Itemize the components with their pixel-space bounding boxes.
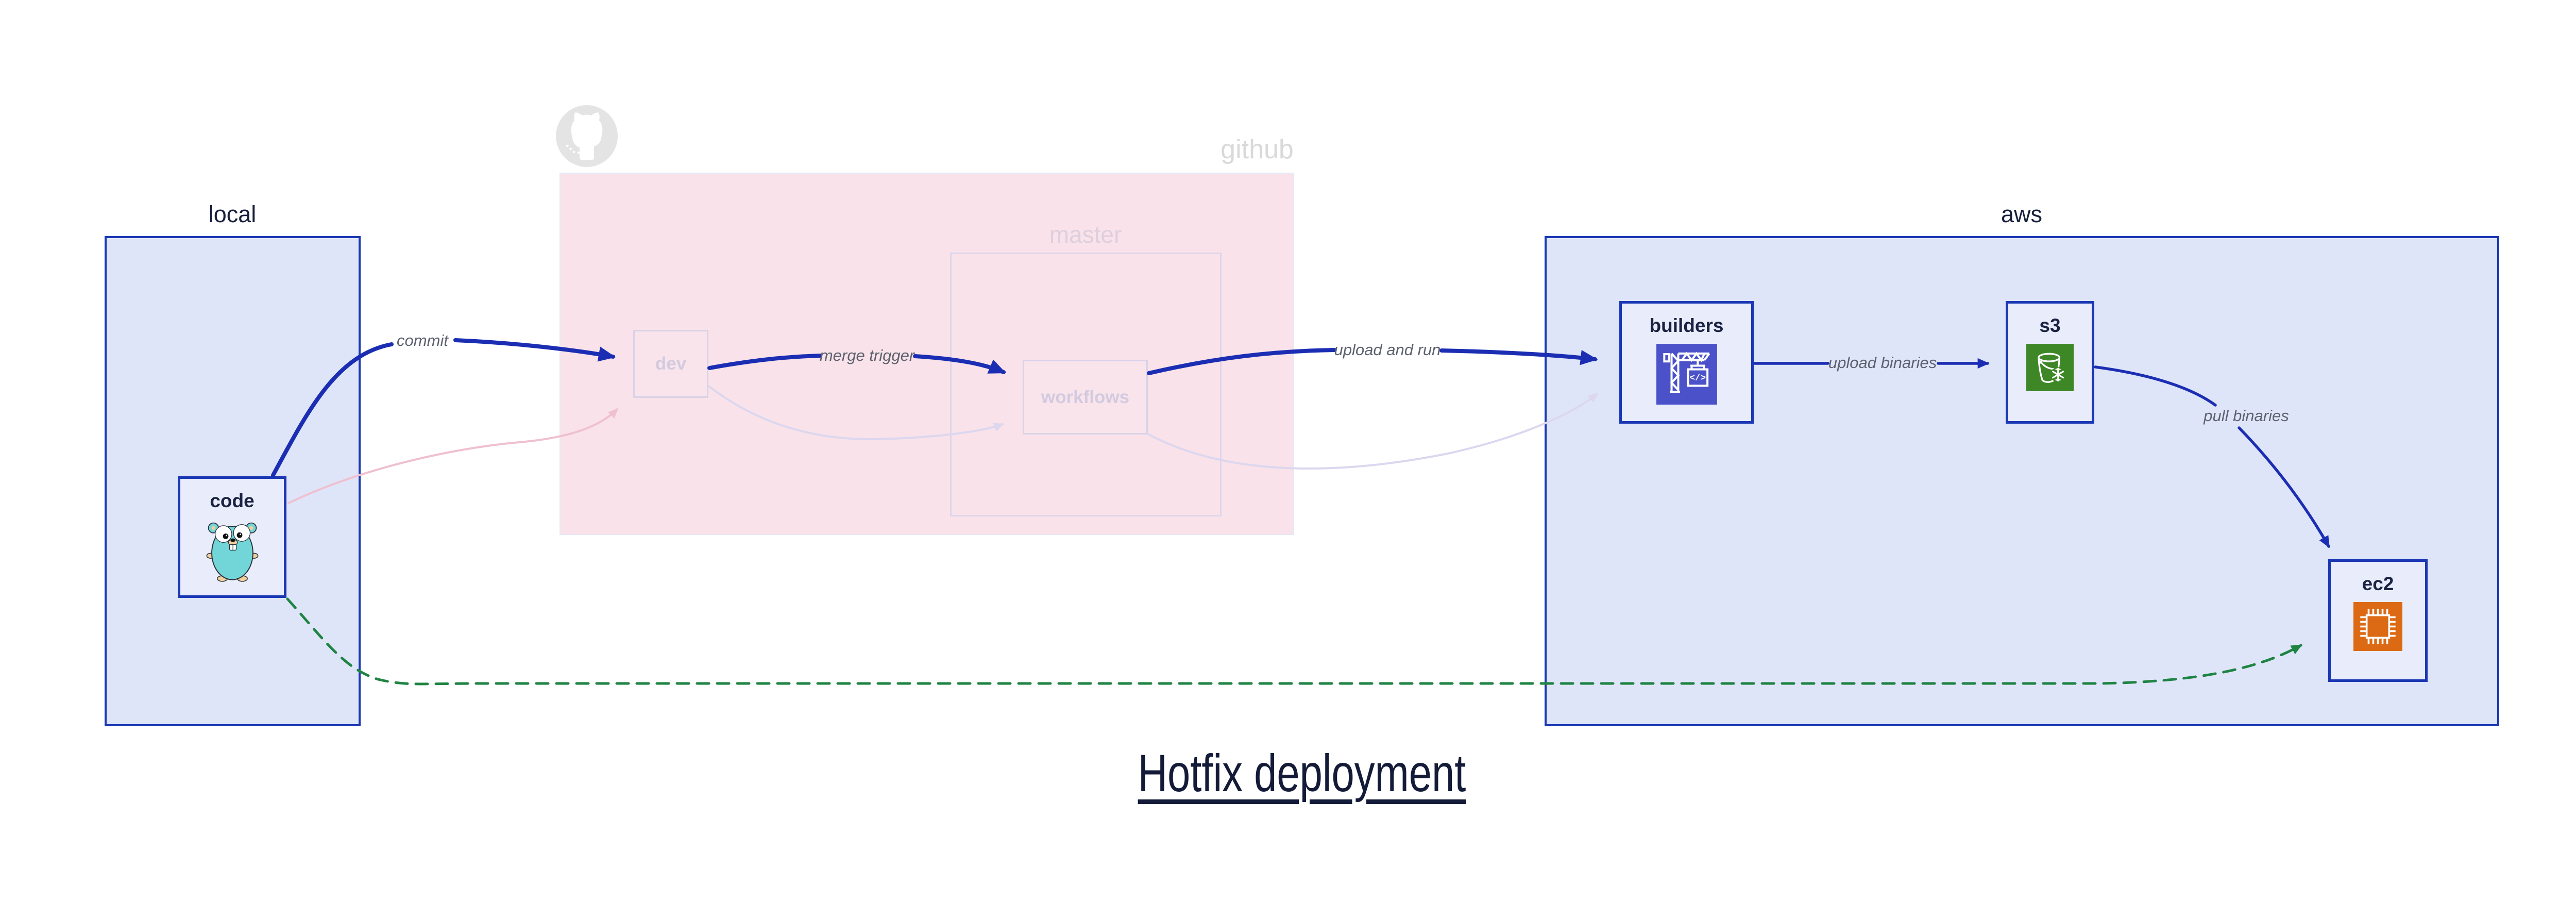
master-branch-label: master <box>1049 221 1122 248</box>
edge-merge-trigger-2 <box>913 354 1006 374</box>
edge-pull-binaries-1 <box>2094 365 2217 407</box>
aws-region-label: aws <box>2001 201 2043 227</box>
aws-ec2-chip-icon <box>2353 602 2402 651</box>
local-region-label: local <box>208 201 257 227</box>
github-octocat-icon <box>556 105 618 167</box>
diagram-title: Hotfix deployment <box>1092 743 1512 804</box>
go-gopher-icon <box>206 522 258 582</box>
workflows-node: workflows <box>1023 360 1148 435</box>
edge-upload-and-run-1 <box>1147 348 1336 375</box>
ec2-node: ec2 <box>2328 559 2428 682</box>
master-branch-box <box>950 253 1222 516</box>
ec2-node-label: ec2 <box>2362 573 2394 594</box>
edge-code-to-dev-faded <box>287 408 619 504</box>
code-node-label: code <box>210 490 255 511</box>
aws-codebuild-icon: </> <box>1656 344 1717 405</box>
edge-commit-2 <box>453 338 616 362</box>
builders-node: builders </> <box>1619 301 1754 424</box>
edge-commit-1 <box>271 342 394 477</box>
edge-merge-trigger-1 <box>707 354 822 370</box>
edge-label-upload-and-run: upload and run <box>1334 341 1441 359</box>
s3-node: s3 <box>2006 301 2094 424</box>
workflows-node-label: workflows <box>1041 387 1130 407</box>
aws-s3-bucket-icon <box>2026 344 2074 391</box>
edge-pull-binaries-2 <box>2238 426 2330 548</box>
code-node: code <box>178 476 286 598</box>
github-region-label: github <box>1221 135 1294 164</box>
dev-branch-node: dev <box>633 330 708 398</box>
dev-branch-label: dev <box>655 354 687 374</box>
edge-label-commit: commit <box>397 331 448 349</box>
edge-label-pull-binaries: pull binaries <box>2204 407 2289 425</box>
edge-hotfix-dashed <box>286 597 2303 686</box>
edge-dev-to-workflows-faded <box>708 386 1004 441</box>
svg-text:</>: </> <box>1689 373 1706 383</box>
edge-label-merge-trigger: merge trigger <box>819 346 915 364</box>
diagram-title-text: Hotfix deployment <box>1138 744 1466 803</box>
s3-node-label: s3 <box>2039 315 2061 336</box>
builders-node-label: builders <box>1649 315 1724 336</box>
edge-label-upload-binaries: upload binaries <box>1828 354 1937 372</box>
edge-workflows-to-builders-faded <box>1148 393 1599 470</box>
edge-upload-and-run-2 <box>1439 348 1598 365</box>
